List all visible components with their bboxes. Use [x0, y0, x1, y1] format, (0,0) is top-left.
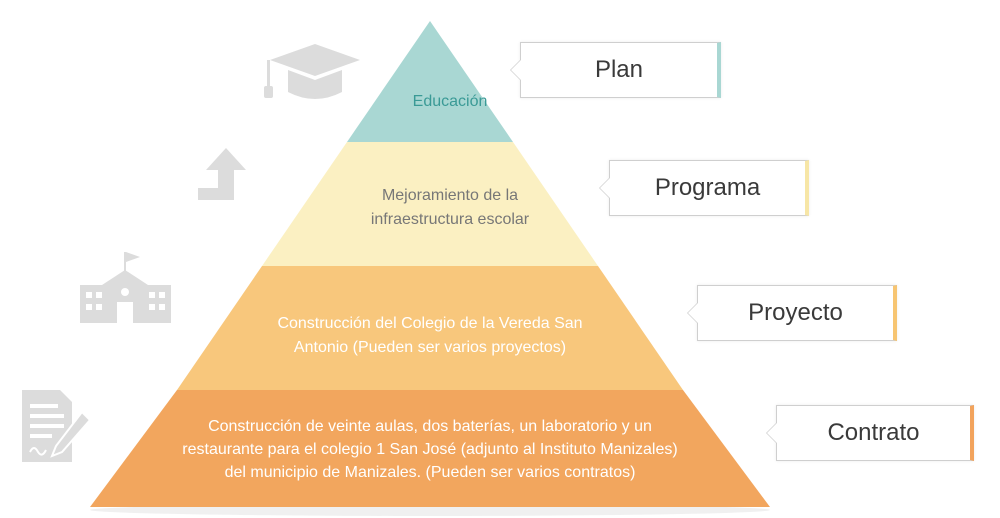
label-programa: Programa [599, 160, 809, 216]
label-programa-text: Programa [654, 174, 761, 201]
pyramid-level-proyecto [177, 266, 683, 390]
pyramid-level-contrato [90, 390, 770, 507]
pyramid-level-plan [347, 21, 513, 142]
label-contrato-text: Contrato [827, 419, 920, 446]
level-text-line: del municipio de Manizales. (Pueden ser … [224, 464, 636, 482]
pyramid-level-programa [262, 142, 598, 266]
level-text-proyecto: Construcción del Colegio de la Vereda Sa… [235, 312, 625, 360]
level-text-line: Antonio (Pueden ser varios proyectos) [293, 339, 567, 356]
label-proyecto: Proyecto [687, 285, 897, 341]
graduation-cap-icon [264, 44, 360, 99]
label-contrato: Contrato [766, 405, 974, 461]
level-text-contrato: Construcción de veinte aulas, dos baterí… [140, 415, 720, 485]
level-text-plan: Educación [360, 90, 540, 114]
level-text-line: infraestructura escolar [370, 211, 530, 228]
school-building-icon [80, 252, 171, 323]
arrow-up-icon [198, 148, 246, 200]
level-text-line: Construcción de veinte aulas, dos baterí… [208, 418, 652, 435]
level-text-line: restaurante para el colegio 1 San José (… [182, 441, 678, 459]
contract-document-icon [22, 390, 92, 462]
level-text-line: Construcción del Colegio de la Vereda Sa… [277, 315, 583, 332]
level-text-line: Educación [412, 93, 488, 110]
label-proyecto-text: Proyecto [748, 299, 843, 326]
level-text-line: Mejoramiento de la [381, 187, 519, 204]
label-plan-text: Plan [594, 56, 644, 83]
label-plan: Plan [510, 42, 721, 98]
level-text-programa: Mejoramiento de la infraestructura escol… [320, 184, 580, 232]
